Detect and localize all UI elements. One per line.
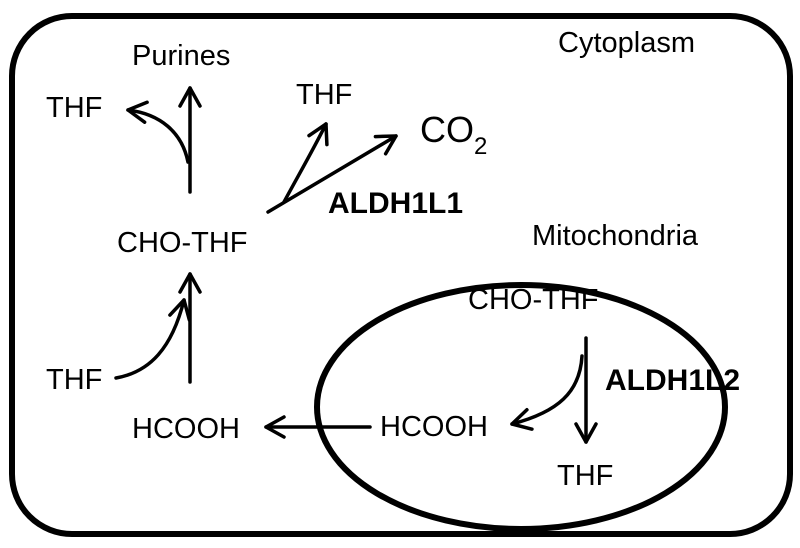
arrow-thf-joining (114, 298, 192, 380)
co2-main: CO (420, 109, 474, 150)
thf-top-left-label: THF (46, 92, 102, 124)
hcooh-mito-label: HCOOH (380, 411, 488, 443)
cytoplasm-label: Cytoplasm (558, 27, 695, 59)
thf-mito-label: THF (557, 460, 613, 492)
co2-subscript: 2 (474, 133, 487, 160)
arrow-branch-to-thf-top-left (126, 100, 190, 164)
mitochondria-label: Mitochondria (532, 220, 699, 252)
hcooh-cytoplasm-label: HCOOH (132, 413, 240, 445)
thf-top-middle-label: THF (296, 79, 352, 111)
arrow-branch-to-mito-hcooh (510, 354, 584, 431)
cho-thf-cytoplasm-label: CHO-THF (117, 227, 247, 259)
co2-label: CO2 (420, 109, 487, 160)
cho-thf-mito-label: CHO-THF (468, 284, 598, 316)
mitochondria-boundary (314, 282, 728, 532)
thf-left-label: THF (46, 364, 102, 396)
aldh1l1-label: ALDH1L1 (328, 187, 463, 220)
arrow-branch-to-thf-top-middle (282, 122, 329, 204)
cytoplasm-boundary (9, 13, 793, 537)
arrow-cho-thf-to-co2 (266, 134, 398, 214)
aldh1l2-label: ALDH1L2 (605, 364, 740, 397)
purines-label: Purines (132, 40, 230, 72)
